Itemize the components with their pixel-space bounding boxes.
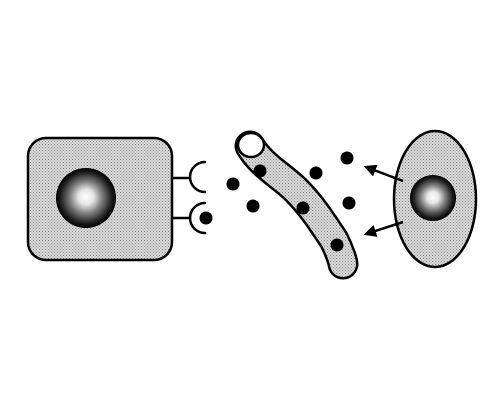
signal-molecule xyxy=(342,196,356,210)
signal-molecule xyxy=(246,199,260,213)
signal-molecule xyxy=(309,166,323,180)
target-cell xyxy=(392,129,478,269)
signal-molecule-in-vessel xyxy=(330,238,344,252)
target-cell-nucleus xyxy=(410,175,456,221)
signal-molecule-in-vessel xyxy=(253,164,267,178)
cell-surface-receptors xyxy=(170,160,207,235)
receptor-lower xyxy=(170,201,207,235)
blood-vessel-opening xyxy=(236,131,266,159)
signal-molecules xyxy=(199,151,356,252)
signal-molecule xyxy=(226,177,240,191)
signal-molecule-in-vessel xyxy=(296,201,310,215)
arrow-lower xyxy=(363,220,404,237)
blood-vessel xyxy=(234,130,359,280)
secreting-cell xyxy=(26,136,174,262)
receptor-upper xyxy=(170,160,207,194)
signal-molecule-bound xyxy=(199,211,213,225)
arrow-upper xyxy=(363,164,404,183)
release-arrows xyxy=(363,164,404,237)
secreting-cell-nucleus xyxy=(56,168,116,228)
signal-molecule xyxy=(340,151,354,165)
